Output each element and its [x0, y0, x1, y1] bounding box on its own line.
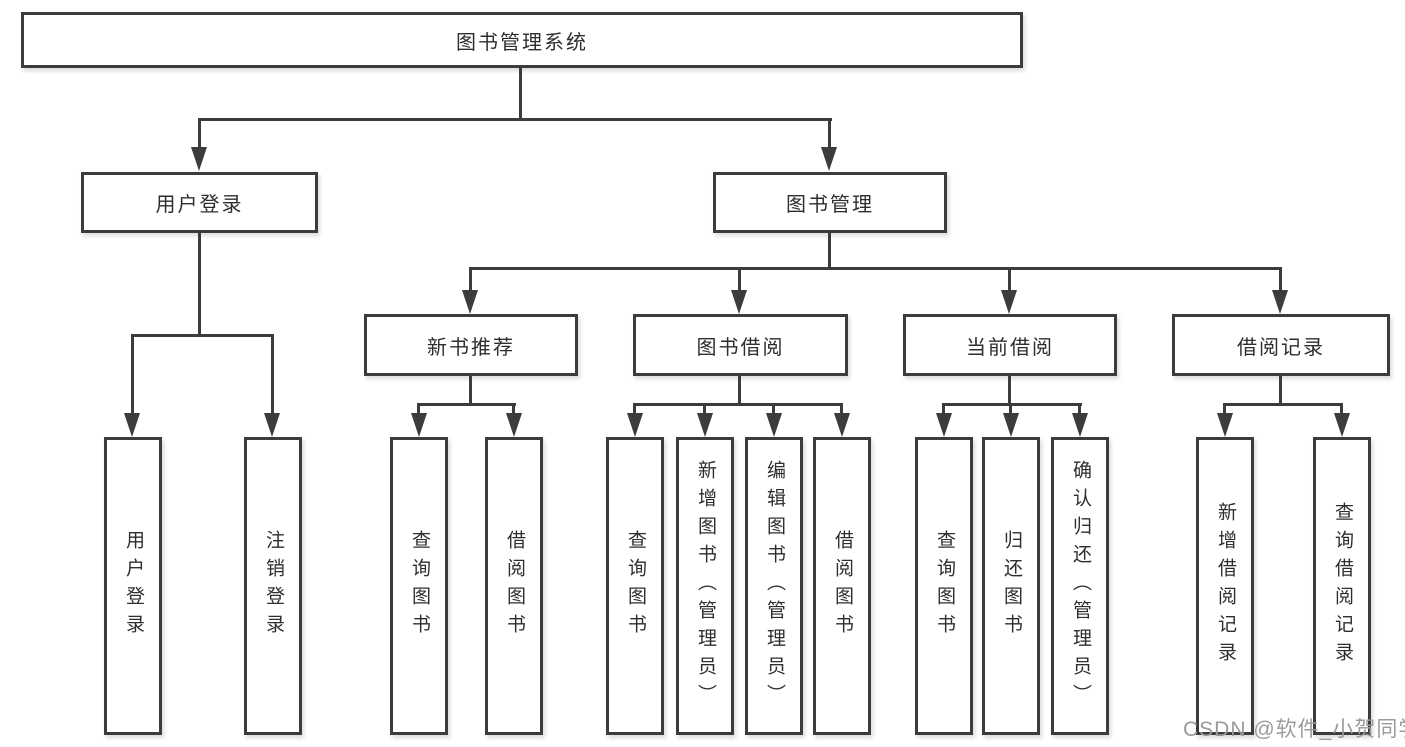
connector-line	[512, 403, 515, 415]
connector-line	[271, 334, 274, 414]
connector-line	[828, 233, 831, 269]
node-label: 图书管理系统	[456, 31, 588, 54]
node-borrowing-records: 借阅记录	[1172, 314, 1390, 376]
leaf-query-books-borrow: 查询图书	[606, 437, 664, 735]
leaf-label: 新增借阅记录	[1214, 502, 1236, 670]
connector-line	[417, 403, 516, 406]
leaf-label: 归还图书	[1000, 530, 1022, 642]
leaf-label: 新增图书（管理员）	[694, 460, 716, 712]
connector-line	[738, 267, 741, 292]
leaf-edit-book-admin: 编辑图书（管理员）	[745, 437, 803, 735]
connector-line	[198, 233, 201, 336]
leaf-label: 用户登录	[122, 530, 144, 642]
arrowhead-icon	[462, 290, 478, 314]
node-label: 图书借阅	[696, 336, 785, 359]
arrowhead-icon	[834, 413, 850, 437]
connector-line	[828, 118, 831, 150]
connector-line	[469, 267, 472, 292]
node-label: 当前借阅	[966, 336, 1054, 359]
leaf-add-book-admin: 新增图书（管理员）	[676, 437, 734, 735]
connector-line	[417, 403, 420, 415]
arrowhead-icon	[124, 413, 140, 437]
leaf-label: 编辑图书（管理员）	[763, 460, 785, 712]
arrowhead-icon	[191, 147, 207, 171]
leaf-confirm-return-admin: 确认归还（管理员）	[1051, 437, 1109, 735]
leaf-query-books-recommend: 查询图书	[390, 437, 448, 735]
arrowhead-icon	[1003, 413, 1019, 437]
node-label: 图书管理	[786, 194, 874, 216]
node-label: 新书推荐	[427, 336, 515, 359]
leaf-label: 借阅图书	[503, 530, 525, 642]
node-user-login: 用户登录	[81, 172, 318, 233]
connector-line	[1008, 267, 1011, 292]
connector-line	[469, 267, 1282, 270]
leaf-label: 查询图书	[624, 530, 646, 642]
connector-line	[942, 403, 945, 415]
arrowhead-icon	[411, 413, 427, 437]
leaf-label: 查询图书	[933, 530, 955, 642]
arrowhead-icon	[766, 413, 782, 437]
leaf-return-book: 归还图书	[982, 437, 1040, 735]
connector-line	[772, 403, 775, 415]
connector-line	[840, 403, 843, 415]
arrowhead-icon	[1334, 413, 1350, 437]
arrowhead-icon	[264, 413, 280, 437]
connector-line	[519, 68, 522, 121]
leaf-add-borrow-record: 新增借阅记录	[1196, 437, 1254, 735]
node-library-management-system: 图书管理系统	[21, 12, 1023, 68]
connector-line	[738, 376, 741, 406]
connector-line	[942, 403, 1082, 406]
node-label: 借阅记录	[1237, 336, 1325, 359]
node-new-book-recommendation: 新书推荐	[364, 314, 578, 376]
arrowhead-icon	[731, 290, 747, 314]
connector-line	[1223, 403, 1226, 415]
connector-line	[1223, 403, 1343, 406]
connector-line	[131, 334, 134, 414]
connector-line	[131, 334, 274, 337]
arrowhead-icon	[1001, 290, 1017, 314]
leaf-label: 查询图书	[408, 530, 430, 642]
connector-line	[198, 118, 201, 150]
arrowhead-icon	[1072, 413, 1088, 437]
connector-line	[1340, 403, 1343, 415]
arrowhead-icon	[1272, 290, 1288, 314]
arrowhead-icon	[1217, 413, 1233, 437]
leaf-label: 借阅图书	[831, 530, 853, 642]
connector-line	[469, 376, 472, 406]
leaf-query-borrow-record: 查询借阅记录	[1313, 437, 1371, 735]
leaf-logout: 注销登录	[244, 437, 302, 735]
csdn-watermark: CSDN @软件_小贺同学	[1183, 718, 1405, 741]
arrowhead-icon	[697, 413, 713, 437]
arrowhead-icon	[506, 413, 522, 437]
leaf-label: 注销登录	[262, 530, 284, 642]
leaf-user-login: 用户登录	[104, 437, 162, 735]
connector-line	[198, 118, 832, 121]
node-current-borrowing: 当前借阅	[903, 314, 1117, 376]
connector-line	[1008, 376, 1011, 406]
connector-line	[1279, 267, 1282, 292]
node-label: 用户登录	[155, 194, 244, 216]
leaf-borrow-books: 借阅图书	[813, 437, 871, 735]
leaf-label: 确认归还（管理员）	[1069, 460, 1091, 712]
arrowhead-icon	[627, 413, 643, 437]
connector-line	[1279, 376, 1282, 406]
connector-line	[633, 403, 636, 415]
leaf-label: 查询借阅记录	[1331, 502, 1353, 670]
node-book-borrowing: 图书借阅	[633, 314, 848, 376]
connector-line	[703, 403, 706, 415]
node-book-management: 图书管理	[713, 172, 947, 233]
arrowhead-icon	[936, 413, 952, 437]
leaf-query-books-current: 查询图书	[915, 437, 973, 735]
connector-line	[1078, 403, 1081, 415]
arrowhead-icon	[821, 147, 837, 171]
connector-line	[1009, 403, 1012, 415]
connector-line	[633, 403, 843, 406]
leaf-borrow-books-recommend: 借阅图书	[485, 437, 543, 735]
